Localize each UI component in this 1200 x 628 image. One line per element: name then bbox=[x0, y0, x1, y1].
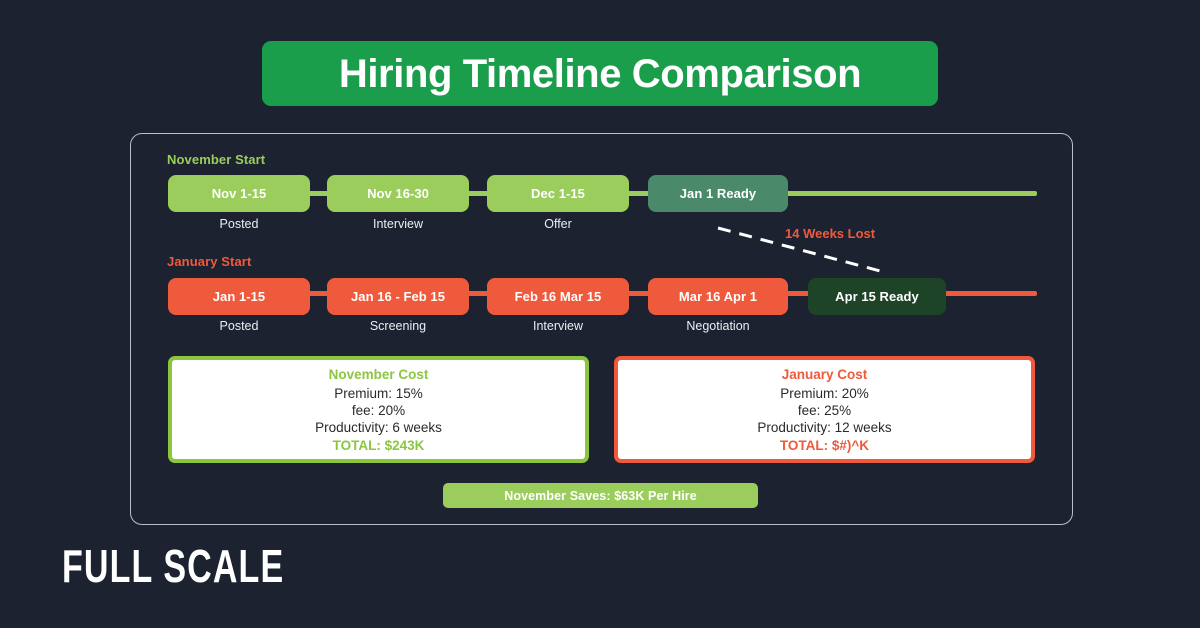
cost-card-title: November Cost bbox=[328, 366, 429, 382]
node-caption: Interview bbox=[532, 319, 584, 333]
node-label: Nov 16-30 bbox=[367, 186, 429, 201]
cost-line: Premium: 15% bbox=[334, 385, 423, 401]
timeline-node-nov-posted: Nov 1-15 bbox=[168, 175, 310, 212]
cost-line: Productivity: 12 weeks bbox=[757, 419, 892, 435]
page-title-banner: Hiring Timeline Comparison bbox=[262, 41, 938, 106]
timeline-node-nov-interview: Nov 16-30 bbox=[327, 175, 469, 212]
timeline-node-jan-interview: Feb 16 Mar 15 bbox=[487, 278, 629, 315]
timeline-node-jan-posted: Jan 1-15 bbox=[168, 278, 310, 315]
cost-line: Productivity: 6 weeks bbox=[315, 419, 442, 435]
savings-banner-label: November Saves: $63K Per Hire bbox=[504, 488, 697, 503]
timeline-node-jan-negotiation: Mar 16 Apr 1 bbox=[648, 278, 788, 315]
page-title: Hiring Timeline Comparison bbox=[338, 51, 862, 96]
timeline-node-nov-offer: Dec 1-15 bbox=[487, 175, 629, 212]
cost-card-january: January Cost Premium: 20% fee: 25% Produ… bbox=[614, 356, 1035, 463]
node-label: Feb 16 Mar 15 bbox=[514, 289, 602, 304]
node-label: Mar 16 Apr 1 bbox=[678, 289, 758, 304]
cost-line: Premium: 20% bbox=[780, 385, 869, 401]
cost-card-title: January Cost bbox=[781, 366, 868, 382]
node-label: Dec 1-15 bbox=[531, 186, 585, 201]
node-caption: Negotiation bbox=[686, 319, 750, 333]
savings-banner: November Saves: $63K Per Hire bbox=[443, 483, 758, 508]
node-caption: Posted bbox=[219, 217, 259, 231]
node-label: Apr 15 Ready bbox=[835, 289, 919, 304]
node-label: Jan 1 Ready bbox=[679, 186, 757, 201]
comparison-panel bbox=[130, 133, 1073, 525]
node-label: Nov 1-15 bbox=[211, 186, 267, 201]
cost-card-november: November Cost Premium: 15% fee: 20% Prod… bbox=[168, 356, 589, 463]
node-label: Jan 16 - Feb 15 bbox=[351, 289, 445, 304]
logo-wordmark: FULL SCALE bbox=[62, 540, 285, 592]
cost-card-total: TOTAL: $#)^K bbox=[779, 437, 870, 453]
timeline-node-nov-ready: Jan 1 Ready bbox=[648, 175, 788, 212]
node-caption: Screening bbox=[369, 319, 427, 333]
timeline-node-jan-ready: Apr 15 Ready bbox=[808, 278, 946, 315]
timeline-label-november: November Start bbox=[167, 152, 266, 167]
gap-annotation-label: 14 Weeks Lost bbox=[785, 226, 876, 241]
node-label: Jan 1-15 bbox=[212, 289, 266, 304]
node-caption: Posted bbox=[219, 319, 259, 333]
node-caption: Offer bbox=[544, 217, 572, 231]
node-caption: Interview bbox=[372, 217, 424, 231]
full-scale-logo: FULL SCALE bbox=[62, 542, 362, 590]
cost-card-total: TOTAL: $243K bbox=[332, 437, 425, 453]
cost-line: fee: 25% bbox=[797, 402, 852, 418]
timeline-label-january: January Start bbox=[167, 254, 252, 269]
timeline-node-jan-screening: Jan 16 - Feb 15 bbox=[327, 278, 469, 315]
cost-line: fee: 20% bbox=[351, 402, 406, 418]
